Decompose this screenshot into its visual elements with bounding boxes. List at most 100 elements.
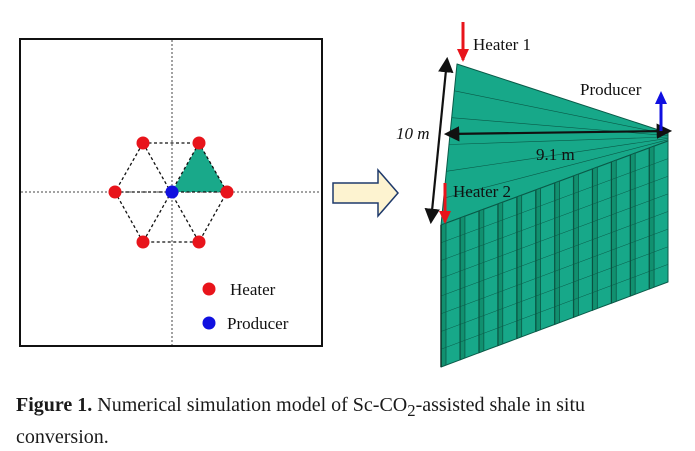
legend-producer-marker bbox=[202, 316, 216, 330]
grid-layer-line bbox=[535, 271, 555, 279]
grid-layer-line bbox=[478, 239, 498, 247]
figure-panel: Heater Producer 10 m 9.1 m Heater 1 Heat… bbox=[19, 22, 673, 368]
grid-layer-line bbox=[592, 197, 612, 205]
heater-1-marker: Heater 1 bbox=[457, 22, 531, 62]
heater-1-label: Heater 1 bbox=[473, 35, 531, 54]
grid-layer-line bbox=[459, 246, 479, 254]
grid-layer-line bbox=[459, 281, 479, 290]
grid-layer-line bbox=[648, 264, 669, 272]
grid-layer-line bbox=[573, 274, 593, 283]
grid-layer-line bbox=[535, 306, 555, 315]
grid-layer-line bbox=[611, 225, 631, 233]
grid-layer-line bbox=[592, 285, 612, 293]
grid-layer-line bbox=[554, 211, 574, 219]
grid-layer-line bbox=[648, 228, 669, 237]
grid-layer-line bbox=[516, 225, 536, 233]
legend: Heater Producer bbox=[202, 280, 289, 333]
grid-layer-line bbox=[497, 232, 517, 240]
height-dimension: 10 m bbox=[396, 56, 454, 225]
grid-layer-line bbox=[554, 264, 574, 272]
grid-layer-line bbox=[630, 235, 650, 244]
heater-well-1 bbox=[136, 136, 150, 150]
heater-wells bbox=[108, 136, 234, 249]
grid-layer-line bbox=[592, 214, 612, 223]
grid-layer-line bbox=[478, 292, 498, 300]
grid-layer-line bbox=[516, 295, 536, 304]
grid-layer-line bbox=[516, 242, 536, 251]
producer-arrowhead bbox=[655, 91, 667, 104]
grid-layer-line bbox=[630, 271, 650, 279]
length-arrow bbox=[443, 123, 673, 142]
grid-layer-line bbox=[554, 193, 574, 201]
grid-layer-line bbox=[573, 221, 593, 230]
grid-layer-line bbox=[554, 228, 574, 237]
grid-layer-line bbox=[554, 281, 574, 290]
height-label: 10 m bbox=[396, 124, 430, 143]
legend-heater-label: Heater bbox=[230, 280, 276, 299]
heater-well-6 bbox=[108, 185, 122, 199]
grid-layer-line bbox=[478, 274, 498, 283]
grid-layer-line bbox=[497, 267, 517, 276]
heater-2-label: Heater 2 bbox=[453, 182, 511, 201]
grid-layer-line bbox=[573, 257, 593, 265]
grid-layer-line bbox=[592, 179, 612, 187]
grid-layer-line bbox=[440, 306, 461, 314]
grid-layer-line bbox=[648, 193, 669, 202]
grid-layer-line bbox=[478, 221, 498, 229]
grid-layer-line bbox=[440, 235, 461, 243]
caption-text-end: -assisted shale in situ conversion. bbox=[16, 394, 586, 448]
grid-layer-line bbox=[535, 253, 555, 262]
grid-layer-line bbox=[648, 211, 669, 219]
grid-layer-line bbox=[630, 253, 650, 262]
grid-layer-line bbox=[516, 260, 536, 269]
grid-top-row-line bbox=[443, 139, 669, 199]
length-dimension: 9.1 m bbox=[443, 123, 673, 164]
grid-top-row-line bbox=[446, 138, 669, 172]
grid-layer-line bbox=[459, 334, 479, 343]
reservoir-grid-model: 10 m 9.1 m Heater 1 Heater 2 Producer bbox=[396, 22, 673, 368]
well-pattern-diagram: Heater Producer bbox=[19, 38, 323, 347]
grid-layer-line bbox=[630, 183, 650, 191]
caption-subscript: 2 bbox=[407, 401, 416, 420]
producer-well bbox=[165, 185, 179, 199]
grid-layer-line bbox=[535, 218, 555, 226]
grid-layer-line bbox=[573, 204, 593, 212]
length-label: 9.1 m bbox=[536, 145, 575, 164]
grid-layer-line bbox=[611, 190, 631, 198]
grid-layer-line bbox=[573, 239, 593, 247]
grid-layer-line bbox=[611, 172, 631, 180]
grid-layer-line bbox=[459, 317, 479, 325]
grid-layer-line bbox=[630, 200, 650, 209]
grid-layer-line bbox=[516, 207, 536, 215]
grid-layer-line bbox=[497, 320, 517, 329]
grid-layer-line bbox=[440, 270, 461, 279]
heater-1-arrowhead bbox=[457, 49, 469, 62]
grid-layer-line bbox=[497, 249, 517, 258]
caption-text: Numerical simulation model of Sc-CO bbox=[92, 394, 408, 416]
grid-layer-line bbox=[630, 218, 650, 226]
grid-layer-line bbox=[573, 186, 593, 194]
grid-layer-line bbox=[440, 253, 461, 261]
height-arrow bbox=[424, 56, 454, 225]
grid-layer-line bbox=[497, 214, 517, 222]
legend-heater-marker bbox=[202, 282, 216, 296]
producer-label: Producer bbox=[580, 80, 642, 99]
heater-well-5 bbox=[136, 235, 150, 249]
heater-2-arrowhead bbox=[439, 211, 451, 224]
grid-layer-line bbox=[535, 288, 555, 297]
grid-layer-line bbox=[478, 310, 498, 318]
heater-2-marker: Heater 2 bbox=[439, 182, 511, 224]
grid-layer-line bbox=[592, 267, 612, 276]
producer-marker: Producer bbox=[580, 80, 667, 131]
grid-layer-line bbox=[554, 246, 574, 254]
grid-layer-line bbox=[440, 341, 461, 350]
grid-layer-line bbox=[611, 278, 631, 286]
grid-layer-line bbox=[497, 285, 517, 293]
grid-layer-line bbox=[478, 256, 498, 265]
grid-layer-line bbox=[535, 200, 555, 208]
grid-layer-line bbox=[648, 158, 669, 166]
grid-layer-line bbox=[459, 263, 479, 272]
grid-layer-line bbox=[573, 292, 593, 300]
grid-layer-line bbox=[459, 228, 479, 236]
grid-layer-line bbox=[535, 235, 555, 244]
